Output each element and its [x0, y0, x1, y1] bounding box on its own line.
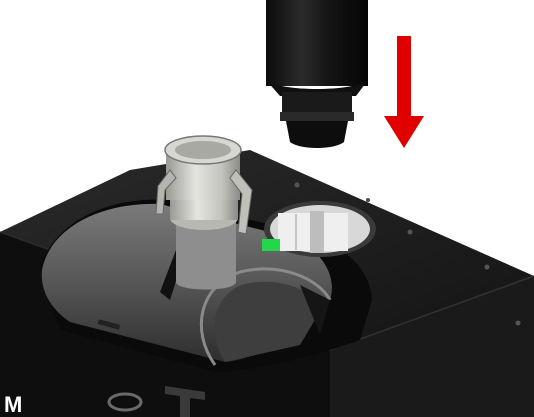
- down-arrow-icon: [384, 36, 424, 148]
- cylinder-slot: [97, 319, 121, 330]
- coupling-bore: [175, 141, 231, 159]
- cartridge-tip: [286, 121, 348, 148]
- cartridge: [266, 0, 368, 148]
- cartridge-connector-ring: [280, 112, 354, 121]
- screw: [366, 198, 370, 202]
- filter-screen-strip: [310, 211, 324, 253]
- cylinder-end-cap: [214, 281, 322, 362]
- filter-port: [262, 201, 376, 257]
- cam-lever: [229, 169, 253, 235]
- green-indicator: [262, 239, 280, 251]
- label-text-fragment: M: [4, 392, 23, 417]
- front-fittings: [107, 386, 205, 417]
- cartridge-connector: [282, 92, 352, 114]
- screw: [515, 320, 521, 326]
- cam-lever: [155, 169, 177, 215]
- valve-handle: [165, 386, 205, 417]
- housing-edge: [329, 275, 534, 351]
- cylinder-shadow-notch: [300, 285, 330, 335]
- arrow-shaft: [397, 36, 411, 118]
- arrow-head: [384, 116, 424, 148]
- housing-side-face: [330, 276, 534, 417]
- cylinder-rim: [199, 267, 332, 366]
- coupling-stem: [176, 222, 236, 290]
- screw: [294, 182, 300, 188]
- cartridge-body: [266, 0, 368, 86]
- screw: [484, 264, 490, 270]
- screw: [407, 229, 413, 235]
- fitting-ring: [107, 392, 143, 412]
- camlock-coupling: [155, 135, 253, 290]
